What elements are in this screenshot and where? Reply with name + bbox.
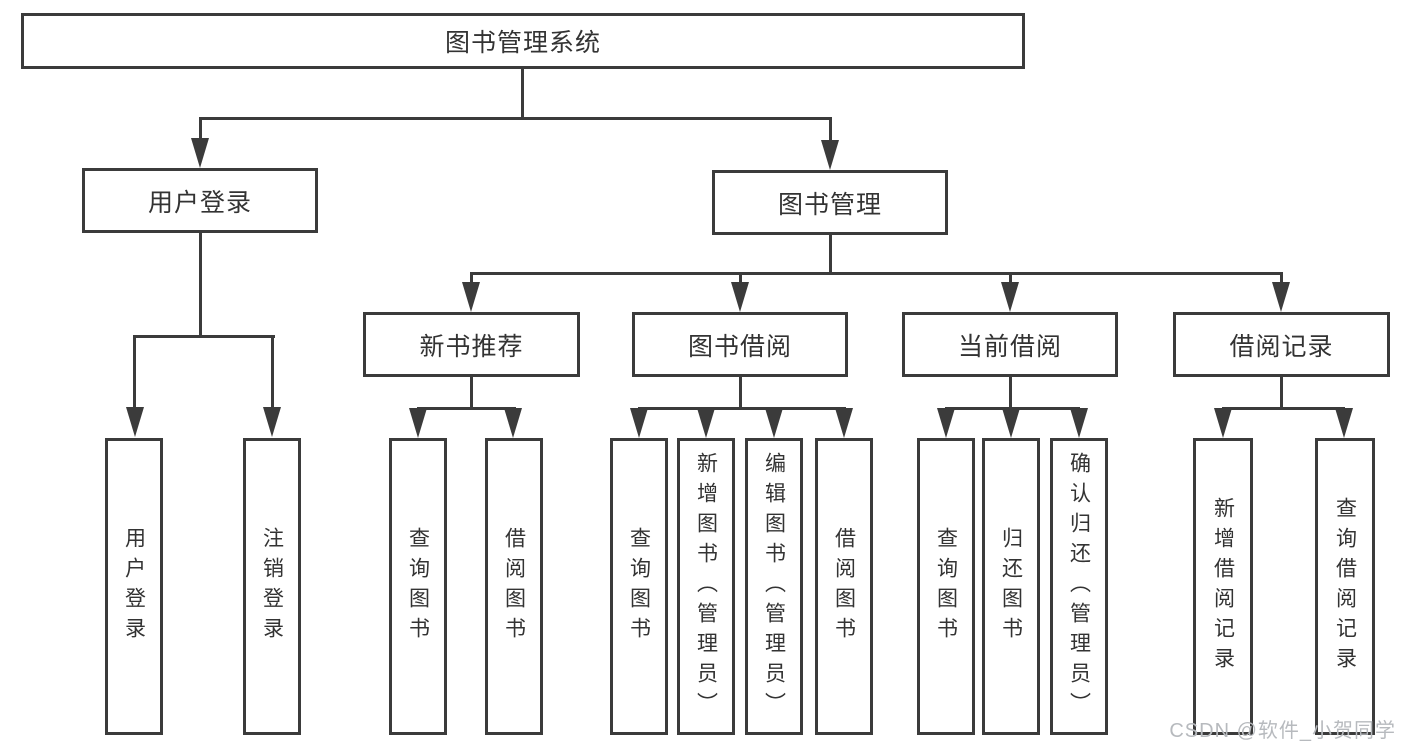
- connector-line: [1280, 272, 1283, 284]
- arrow-down-icon: [937, 408, 955, 438]
- connector-line: [1009, 377, 1012, 409]
- arrow-down-icon: [731, 282, 749, 312]
- leaf-query-books-current: 查询图书: [917, 438, 975, 735]
- leaf-label: 注销登录: [260, 526, 284, 647]
- connector-line: [134, 335, 275, 338]
- leaf-confirm-return-admin: 确认归还（管理员）: [1050, 438, 1108, 735]
- connector-line: [829, 235, 832, 275]
- leaf-label: 确认归还（管理员）: [1067, 451, 1091, 722]
- node-current-borrowing: 当前借阅: [902, 312, 1118, 377]
- arrow-down-icon: [821, 140, 839, 170]
- arrow-down-icon: [191, 138, 209, 168]
- leaf-add-books-admin: 新增图书（管理员）: [677, 438, 735, 735]
- arrow-down-icon: [630, 408, 648, 438]
- connector-line: [199, 117, 202, 141]
- leaf-add-borrow-record: 新增借阅记录: [1193, 438, 1253, 735]
- connector-line: [133, 335, 136, 408]
- connector-line: [1280, 377, 1283, 409]
- arrow-down-icon: [462, 282, 480, 312]
- connector-line: [739, 272, 742, 284]
- leaf-label: 用户登录: [122, 526, 146, 647]
- leaf-label: 查询借阅记录: [1333, 496, 1357, 677]
- arrow-down-icon: [1335, 408, 1353, 438]
- leaf-label: 归还图书: [999, 526, 1023, 647]
- leaf-logout: 注销登录: [243, 438, 301, 735]
- connector-line: [271, 335, 274, 408]
- leaf-label: 借阅图书: [832, 526, 856, 647]
- connector-line: [521, 69, 524, 118]
- leaf-label: 查询图书: [934, 526, 958, 647]
- arrow-down-icon: [1002, 408, 1020, 438]
- leaf-label: 查询图书: [627, 526, 651, 647]
- node-user-login: 用户登录: [82, 168, 318, 233]
- arrow-down-icon: [126, 407, 144, 437]
- leaf-borrow-books-borrow: 借阅图书: [815, 438, 873, 735]
- leaf-query-books-recommend: 查询图书: [389, 438, 447, 735]
- node-library-system: 图书管理系统: [21, 13, 1025, 69]
- connector-line: [739, 377, 742, 409]
- leaf-label: 新增图书（管理员）: [694, 451, 718, 722]
- node-book-borrowing: 图书借阅: [632, 312, 848, 377]
- connector-line: [829, 117, 832, 143]
- node-new-book-recommend: 新书推荐: [363, 312, 580, 377]
- leaf-query-borrow-record: 查询借阅记录: [1315, 438, 1375, 735]
- connector-line: [199, 233, 202, 338]
- leaf-user-login: 用户登录: [105, 438, 163, 735]
- leaf-label: 借阅图书: [502, 526, 526, 647]
- csdn-watermark: CSDN @软件_小贺同学: [1169, 720, 1396, 742]
- connector-line: [199, 117, 832, 120]
- connector-line: [638, 407, 846, 410]
- arrow-down-icon: [409, 408, 427, 438]
- leaf-borrow-books-recommend: 借阅图书: [485, 438, 543, 735]
- connector-line: [417, 407, 516, 410]
- connector-line: [470, 272, 1282, 275]
- node-book-management: 图书管理: [712, 170, 948, 235]
- arrow-down-icon: [1001, 282, 1019, 312]
- leaf-label: 新增借阅记录: [1211, 496, 1235, 677]
- leaf-return-books: 归还图书: [982, 438, 1040, 735]
- arrow-down-icon: [1214, 408, 1232, 438]
- arrow-down-icon: [504, 408, 522, 438]
- leaf-label: 查询图书: [406, 526, 430, 647]
- connector-line: [1009, 272, 1012, 284]
- arrow-down-icon: [835, 408, 853, 438]
- node-borrowing-records: 借阅记录: [1173, 312, 1390, 377]
- leaf-label: 编辑图书（管理员）: [762, 451, 786, 722]
- arrow-down-icon: [1272, 282, 1290, 312]
- arrow-down-icon: [697, 408, 715, 438]
- arrow-down-icon: [765, 408, 783, 438]
- arrow-down-icon: [263, 407, 281, 437]
- leaf-edit-books-admin: 编辑图书（管理员）: [745, 438, 803, 735]
- arrow-down-icon: [1070, 408, 1088, 438]
- connector-line: [470, 272, 473, 284]
- leaf-query-books-borrow: 查询图书: [610, 438, 668, 735]
- connector-line: [470, 377, 473, 409]
- connector-line: [1222, 407, 1345, 410]
